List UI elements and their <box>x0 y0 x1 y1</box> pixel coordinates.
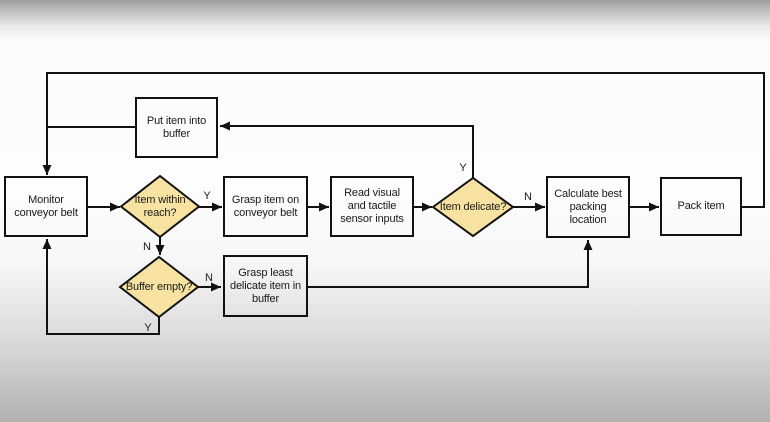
edge-label-buffer-empty-no: N <box>205 272 213 284</box>
node-pack-item-label: Pack item <box>677 200 725 212</box>
decision-buffer-empty-label: Buffer empty? <box>119 267 199 307</box>
decision-item-delicate-text: Item delicate? <box>439 200 507 213</box>
node-put-item-into-buffer-label: Put item into buffer <box>146 114 207 140</box>
node-monitor-conveyor-belt: Monitor conveyor belt <box>4 176 88 237</box>
decision-item-delicate-label: Item delicate? <box>433 187 513 227</box>
node-calculate-best-packing-location: Calculate best packing location <box>546 176 630 238</box>
decision-buffer-empty-shape <box>118 255 200 319</box>
edge-label-delicate-no: N <box>524 191 532 203</box>
decision-item-delicate-shape <box>431 176 515 238</box>
node-grasp-least-delicate-item: Grasp least delicate item in buffer <box>223 255 308 317</box>
connector-buffer-empty-yes-to-monitor <box>42 239 160 335</box>
node-pack-item: Pack item <box>660 177 742 236</box>
node-grasp-item-on-conveyor-belt: Grasp item on conveyor belt <box>223 176 308 237</box>
decision-item-within-reach-label: Item within reach? <box>120 186 200 227</box>
edge-label-reach-yes: Y <box>203 190 211 202</box>
connector-grasp-least-to-calculate <box>308 240 593 288</box>
node-read-sensor-inputs: Read visual and tactile sensor inputs <box>330 176 414 237</box>
decision-buffer-empty-text: Buffer empty? <box>125 280 193 293</box>
node-grasp-least-delicate-item-label: Grasp least delicate item in buffer <box>230 266 301 305</box>
edge-label-buffer-empty-yes: Y <box>144 322 152 334</box>
node-grasp-item-on-conveyor-belt-label: Grasp item on conveyor belt <box>231 193 300 219</box>
connector-delicate-yes-to-buffer <box>220 121 474 178</box>
decision-item-within-reach-text: Item within reach? <box>134 193 186 219</box>
edge-label-reach-no: N <box>143 241 151 253</box>
node-calculate-best-packing-location-label: Calculate best packing location <box>554 187 622 226</box>
node-read-sensor-inputs-label: Read visual and tactile sensor inputs <box>340 187 404 225</box>
decision-item-within-reach-shape <box>119 174 201 239</box>
connector-pack-loop-to-monitor <box>42 72 765 208</box>
node-put-item-into-buffer: Put item into buffer <box>135 97 218 158</box>
node-monitor-conveyor-belt-label: Monitor conveyor belt <box>14 193 78 219</box>
edge-label-delicate-yes: Y <box>459 162 467 174</box>
